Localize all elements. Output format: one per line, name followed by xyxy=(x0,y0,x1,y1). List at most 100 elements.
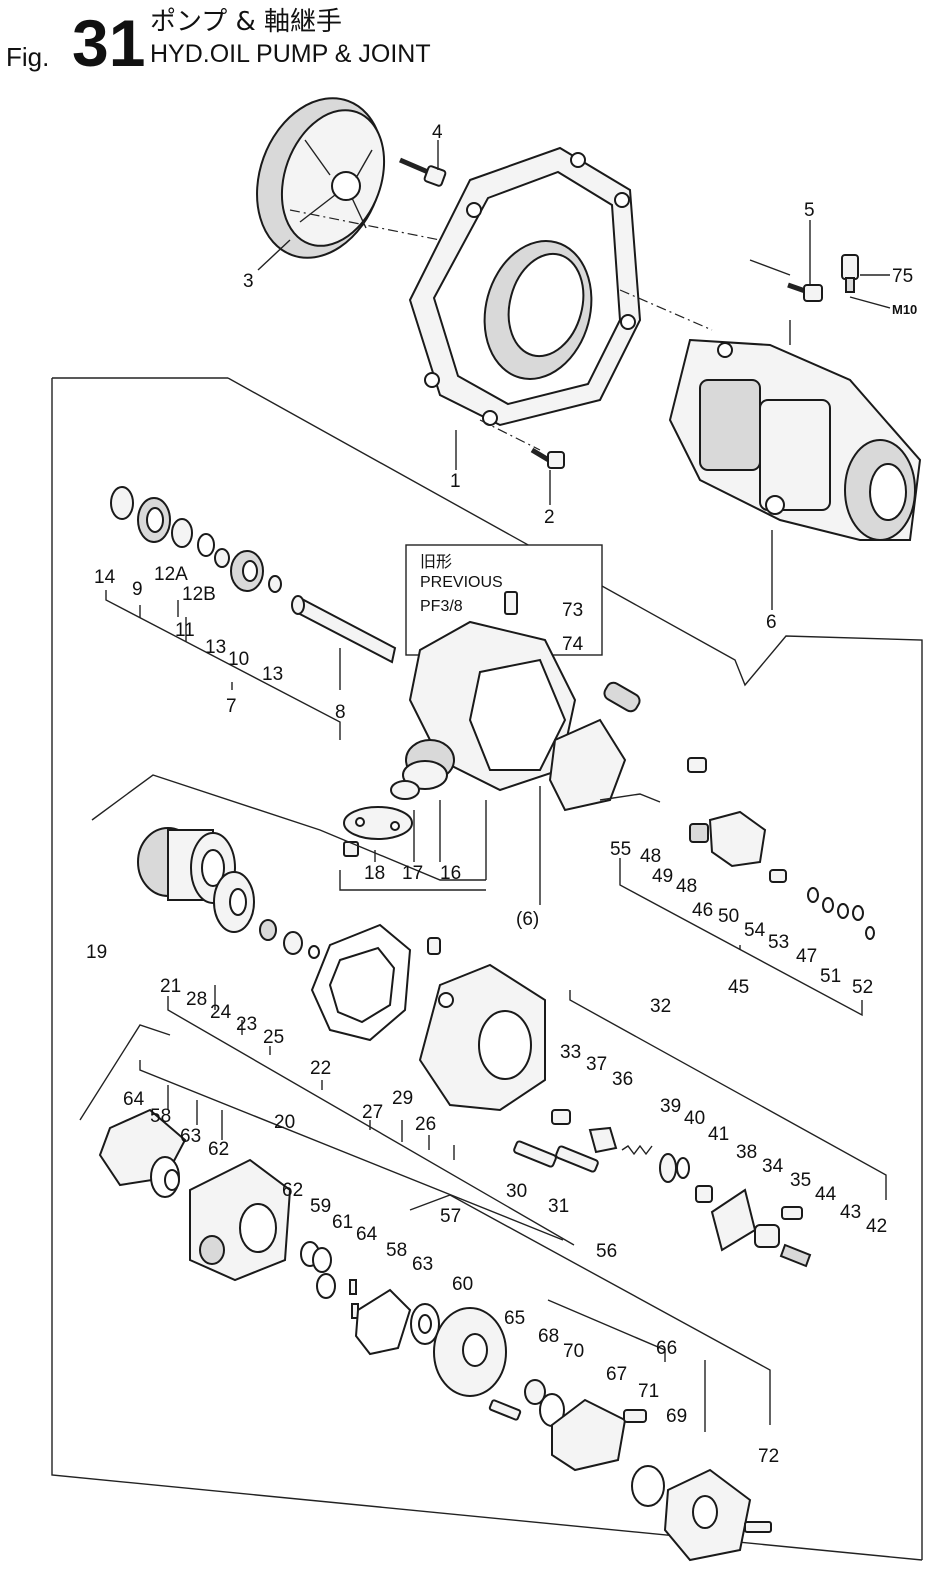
callout-40: 40 xyxy=(684,1108,705,1129)
callout-5: 5 xyxy=(804,200,815,221)
callout-65: 65 xyxy=(504,1308,525,1329)
callout-12b: 12B xyxy=(182,584,216,605)
fig-prefix: Fig. xyxy=(6,42,49,72)
callout-44: 44 xyxy=(815,1184,837,1205)
callout-74: 74 xyxy=(562,634,584,655)
bolts-part-30-31 xyxy=(513,1140,599,1173)
callout-39: 39 xyxy=(660,1096,681,1117)
callout-21: 21 xyxy=(160,976,181,997)
callout-72: 72 xyxy=(758,1446,779,1467)
relief-valve-group-part-32 xyxy=(551,1109,812,1268)
cover-plate-part-60 xyxy=(433,1307,522,1421)
callout-13b: 13 xyxy=(262,664,283,685)
callout-16: 16 xyxy=(440,863,461,884)
pump-body xyxy=(343,620,641,857)
callout-42: 42 xyxy=(866,1216,887,1237)
callout-45: 45 xyxy=(728,977,749,998)
callout-24: 24 xyxy=(210,1002,232,1023)
pump-assembly-part-6 xyxy=(668,338,922,541)
callout-58b: 58 xyxy=(386,1240,407,1261)
callout-63a: 63 xyxy=(180,1126,201,1147)
callout-57: 57 xyxy=(440,1206,461,1227)
leader-lines xyxy=(79,140,891,1432)
bolt-part-4 xyxy=(399,157,447,187)
callout-71: 71 xyxy=(638,1381,659,1402)
callout-2: 2 xyxy=(544,507,555,528)
callout-19: 19 xyxy=(86,942,107,963)
callout-47: 47 xyxy=(796,946,817,967)
callout-37: 37 xyxy=(586,1054,607,1075)
callout-4: 4 xyxy=(432,122,443,143)
callout-50: 50 xyxy=(718,906,739,927)
end-cover-part-72 xyxy=(663,1468,772,1562)
callout-60: 60 xyxy=(452,1274,473,1295)
callout-61: 61 xyxy=(332,1212,353,1233)
callout-18: 18 xyxy=(364,863,385,884)
callout-62b: 62 xyxy=(282,1180,303,1201)
callout-9: 9 xyxy=(132,579,143,600)
callout-36: 36 xyxy=(612,1069,633,1090)
exploded-boundary xyxy=(51,377,923,1561)
callout-26: 26 xyxy=(415,1114,436,1135)
title-japanese: ポンプ & 軸継手 xyxy=(150,7,342,37)
callout-35: 35 xyxy=(790,1170,811,1191)
callout-1: 1 xyxy=(450,471,461,492)
callout-23: 23 xyxy=(236,1014,257,1035)
shaft-group-part-7 xyxy=(110,486,397,664)
callout-25: 25 xyxy=(263,1027,284,1048)
callout-28: 28 xyxy=(186,989,207,1010)
callout-12a: 12A xyxy=(154,564,188,585)
gasket-part-22 xyxy=(310,923,412,1042)
bolt-part-2 xyxy=(530,447,565,469)
housing-part-1 xyxy=(408,146,642,427)
callout-59: 59 xyxy=(310,1196,331,1217)
callout-43: 43 xyxy=(840,1202,861,1223)
valve-plate-part-21 xyxy=(213,871,255,933)
cylinder-block-part-19 xyxy=(137,827,236,904)
small-parts-23-25 xyxy=(259,919,320,959)
note-line2: PREVIOUS xyxy=(420,574,503,591)
callout-17: 17 xyxy=(402,863,423,884)
callout-56: 56 xyxy=(596,1241,617,1262)
gear-pump-body-part-62 xyxy=(98,1108,292,1282)
callout-51: 51 xyxy=(820,966,841,987)
callout-6: 6 xyxy=(766,612,777,633)
figure-title: Fig. 31 ポンプ & 軸継手 HYD.OIL PUMP & JOINT xyxy=(6,6,431,80)
callout-62a: 62 xyxy=(208,1139,229,1160)
callout-52: 52 xyxy=(852,977,873,998)
gears-part-59-61 xyxy=(300,1241,359,1319)
fitting-part-75 xyxy=(841,254,859,293)
callout-34: 34 xyxy=(762,1156,784,1177)
callout-22: 22 xyxy=(310,1058,331,1079)
callout-33: 33 xyxy=(560,1042,581,1063)
callout-10: 10 xyxy=(228,649,249,670)
regulator-group-part-45 xyxy=(687,757,875,940)
thread-note: M10 xyxy=(892,302,917,317)
callout-8: 8 xyxy=(335,702,346,723)
callout-64a: 64 xyxy=(123,1089,145,1110)
callout-64b: 64 xyxy=(356,1224,378,1245)
callout-3: 3 xyxy=(243,271,254,292)
callout-75: 75 xyxy=(892,266,913,287)
previous-note: 旧形 PREVIOUS PF3/8 xyxy=(405,544,603,656)
callout-14: 14 xyxy=(94,567,116,588)
callout-31: 31 xyxy=(548,1196,569,1217)
callout-7: 7 xyxy=(226,696,237,717)
callout-70: 70 xyxy=(563,1341,584,1362)
callout-73: 73 xyxy=(562,600,583,621)
note-line1: 旧形 xyxy=(420,553,452,571)
callout-labels: 4 3 5 75 M10 1 2 6 14 9 12A 12B 11 13 10… xyxy=(86,122,917,1467)
callout-11: 11 xyxy=(175,620,195,641)
callout-67: 67 xyxy=(606,1364,627,1385)
callout-66: 66 xyxy=(656,1338,677,1359)
cover-part-66 xyxy=(524,1379,665,1507)
coupling-disc-part-3 xyxy=(256,97,386,259)
callout-53: 53 xyxy=(768,932,789,953)
callout-49: 49 xyxy=(652,866,673,887)
callout-48b: 48 xyxy=(676,876,697,897)
callout-27: 27 xyxy=(362,1102,383,1123)
callout-13a: 13 xyxy=(205,637,226,658)
note-line3: PF3/8 xyxy=(420,598,463,615)
bolt-part-5 xyxy=(787,282,823,302)
seal-part-58 xyxy=(354,1288,440,1356)
